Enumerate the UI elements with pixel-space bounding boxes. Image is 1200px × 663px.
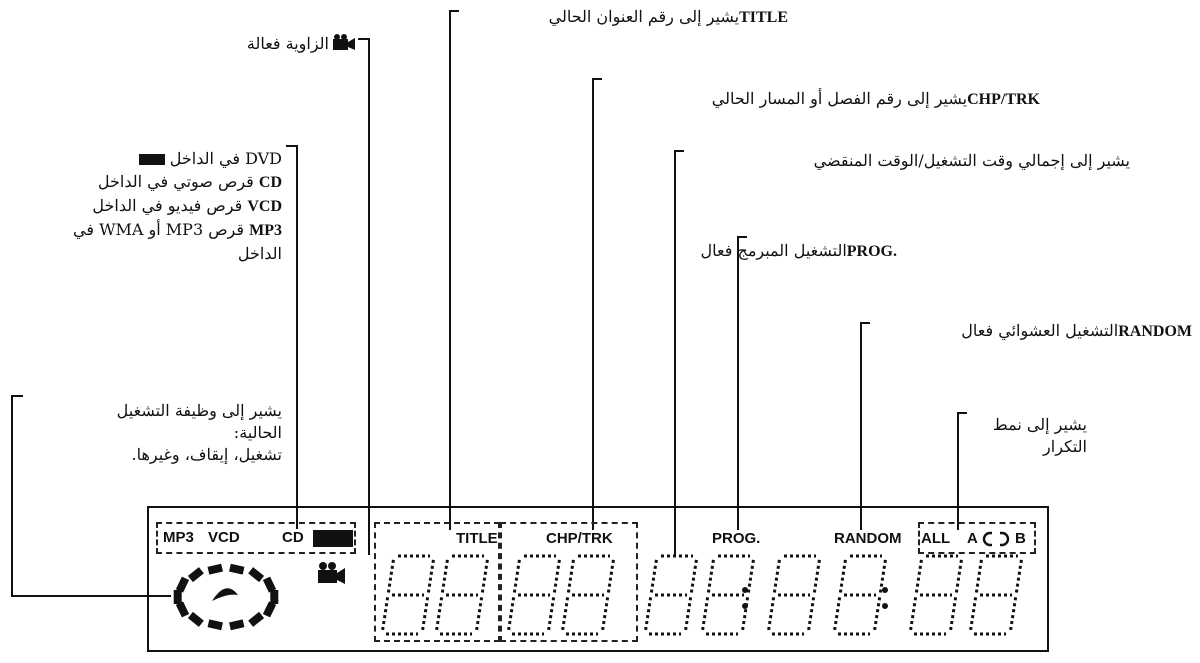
repeat-box [918, 522, 1036, 554]
leader-chptrk-tick [592, 78, 602, 80]
display-digit [767, 554, 821, 636]
leader-title [449, 10, 451, 530]
angle-annotation-text: الزاوية فعالة [246, 34, 329, 53]
disc-line-vcd: VCD قرص فيديو في الداخل [92, 196, 282, 215]
display-mp3-label: MP3 [163, 529, 194, 546]
disc-annotation: DVD في الداخل CD قرص صوتي في الداخل VCD … [73, 147, 282, 265]
disc-line-inside: الداخل [237, 244, 282, 263]
time-colon-dot [882, 587, 888, 593]
repeat-arrow-icon [981, 531, 1011, 547]
spin-segment [187, 567, 204, 583]
spin-segment [248, 611, 265, 627]
spin-segment [229, 619, 245, 631]
random-annotation-prefix: RANDOM [1118, 323, 1192, 340]
leader-function-vertical [11, 395, 13, 597]
leader-angle [368, 38, 370, 555]
leader-repeat [957, 412, 959, 530]
display-digit [435, 554, 489, 636]
display-b-label: B [1015, 530, 1026, 547]
display-camera-icon [317, 562, 345, 588]
time-colon-dot [742, 603, 748, 609]
dvd-block-icon [138, 154, 165, 165]
spin-segment [173, 590, 182, 604]
disc-type-box [156, 522, 356, 554]
chptrk-box [500, 522, 638, 642]
title-annotation: TITLEيشير إلى رقم العنوان الحالي [549, 6, 788, 29]
leader-title-tick [449, 10, 459, 12]
leader-time-tick [674, 150, 684, 152]
display-vcd-label: VCD [208, 529, 240, 546]
leader-random [860, 322, 862, 530]
random-annotation-text: التشغيل العشوائي فعال [961, 321, 1119, 340]
spin-segment [175, 601, 190, 618]
leader-random-tick [860, 322, 870, 324]
disc-line-dvd: DVD في الداخل [73, 147, 282, 170]
display-prog-label: PROG. [712, 530, 761, 547]
time-annotation: يشير إلى إجمالي وقت التشغيل/الوقت المنقض… [813, 151, 1130, 170]
spin-segment [207, 563, 223, 575]
display-digit [644, 554, 698, 636]
leader-function-tick [11, 395, 23, 397]
disc-line-mp3: MP3 قرص MP3 أو WMA في [72, 220, 282, 239]
display-digit [561, 554, 615, 636]
spin-segment [175, 576, 190, 593]
title-box [374, 522, 500, 642]
display-a-label: A [967, 530, 978, 547]
title-annotation-text: يشير إلى رقم العنوان الحالي [548, 7, 740, 26]
leader-function-horizontal [11, 595, 171, 597]
disc-line-cd: CD قرص صوتي في الداخل [97, 172, 282, 191]
leader-prog [737, 236, 739, 530]
display-random-label: RANDOM [834, 530, 902, 547]
chp-trk-annotation: CHP/TRKيشير إلى رقم الفصل أو المسار الحا… [712, 88, 1040, 111]
title-annotation-prefix: TITLE [739, 9, 788, 26]
leader-repeat-tick [957, 412, 967, 414]
display-digit [969, 554, 1023, 636]
leader-angle-tick [358, 38, 370, 40]
display-all-label: ALL [921, 530, 951, 547]
time-colon-dot [742, 587, 748, 593]
spin-segment [229, 563, 245, 575]
display-digit [701, 554, 755, 636]
display-panel [147, 506, 1049, 652]
spin-segment [270, 590, 279, 604]
spin-segment [207, 619, 223, 631]
display-digit [833, 554, 887, 636]
display-title-label: TITLE [456, 530, 498, 547]
function-annotation: يشير إلى وظيفة التشغيل الحالية: تشغيل، إ… [116, 401, 282, 464]
display-digit [507, 554, 561, 636]
time-colon-dot [882, 603, 888, 609]
angle-annotation: الزاوية فعالة [247, 33, 355, 56]
random-annotation: RANDOMالتشغيل العشوائي فعال [961, 320, 1192, 343]
leader-disc [296, 145, 298, 529]
repeat-annotation: يشير إلى نمط التكرار [992, 415, 1087, 456]
leader-prog-tick [737, 236, 747, 238]
spin-segment [262, 601, 277, 618]
display-chptrk-label: CHP/TRK [546, 530, 613, 547]
spin-center-mark [212, 588, 238, 601]
display-digit [381, 554, 435, 636]
leader-time [674, 150, 676, 555]
leader-disc-tick [286, 145, 298, 147]
prog-annotation-prefix: .PROG [846, 243, 897, 260]
spin-segment [248, 567, 265, 583]
leader-chptrk [592, 78, 594, 530]
display-dvd-block [313, 530, 353, 547]
display-digit [909, 554, 963, 636]
chp-trk-annotation-text: يشير إلى رقم الفصل أو المسار الحالي [711, 89, 968, 108]
spin-segment [187, 611, 204, 627]
chp-trk-annotation-prefix: CHP/TRK [967, 91, 1040, 108]
spin-segment [262, 576, 277, 593]
camera-icon [333, 33, 355, 56]
display-cd-label: CD [282, 529, 304, 546]
